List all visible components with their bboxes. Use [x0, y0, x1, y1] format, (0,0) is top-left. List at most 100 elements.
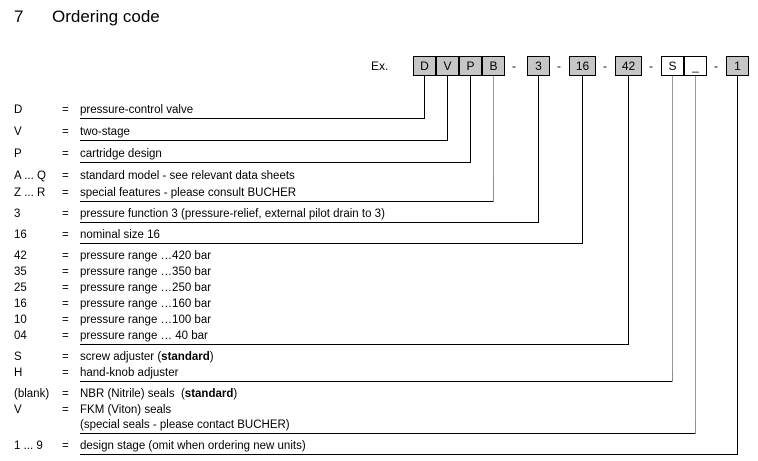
legend-desc-14: hand-knob adjuster: [80, 367, 179, 379]
legend-code-12: 04: [14, 330, 27, 342]
legend-code-10: 16: [14, 298, 27, 310]
legend-eq-9: =: [62, 282, 69, 294]
separator-dash-1: -: [512, 59, 516, 73]
legend-code-8: 35: [14, 266, 27, 278]
legend-desc-15: NBR (Nitrile) seals (standard): [80, 388, 238, 400]
riser-design-stage: [737, 447, 738, 455]
separator-dash-4: -: [649, 59, 653, 73]
code-box-v[interactable]: V: [436, 56, 459, 76]
section-number: 7: [14, 7, 24, 26]
riser-size: [582, 235, 583, 244]
drop-line-function: [538, 76, 539, 212]
legend-eq-14: =: [62, 367, 69, 379]
legend-eq-6: =: [62, 229, 69, 241]
legend-eq-3: =: [62, 170, 69, 182]
legend-eq-1: =: [62, 126, 69, 138]
legend-eq-10: =: [62, 298, 69, 310]
legend-eq-8: =: [62, 266, 69, 278]
legend-eq-15: =: [62, 388, 69, 400]
drop-line-b: [493, 76, 494, 175]
legend-eq-12: =: [62, 330, 69, 342]
legend-rule-4: [80, 201, 494, 202]
legend-code-13: S: [14, 351, 22, 363]
legend-eq-11: =: [62, 314, 69, 326]
drop-line-pressure: [628, 76, 629, 330]
legend-desc-6: nominal size 16: [80, 229, 160, 241]
drop-line-v: [447, 76, 448, 129]
legend-rule-14: [80, 381, 673, 382]
legend-eq-13: =: [62, 351, 69, 363]
legend-desc-3: standard model - see relevant data sheet…: [80, 170, 295, 182]
code-box-seal[interactable]: _: [684, 56, 707, 76]
legend-code-1: V: [14, 126, 22, 138]
legend-code-4: Z ... R: [14, 187, 46, 199]
example-label: Ex.: [371, 59, 389, 73]
legend-desc-2: cartridge design: [80, 148, 162, 160]
legend-eq-5: =: [62, 208, 69, 220]
legend-code-11: 10: [14, 314, 27, 326]
separator-dash-2: -: [557, 59, 561, 73]
legend-code-3: A ... Q: [14, 170, 46, 182]
riser-v: [447, 129, 448, 141]
code-box-b[interactable]: B: [482, 56, 505, 76]
legend-rule-17: [80, 433, 696, 434]
legend-desc-7: pressure range …420 bar: [80, 250, 212, 262]
page-title: Ordering code: [52, 7, 160, 26]
legend-rule-1: [80, 140, 448, 141]
legend-eq-0: =: [62, 104, 69, 116]
legend-code-14: H: [14, 367, 23, 379]
legend-desc-16: FKM (Viton) seals: [80, 404, 172, 416]
drop-line-design-stage: [737, 76, 738, 447]
legend-code-16: V: [14, 404, 22, 416]
legend-rule-6: [80, 243, 583, 244]
drop-line-seal: [695, 76, 696, 421]
legend-rule-2: [80, 162, 471, 163]
drop-line-adjuster: [672, 76, 673, 371]
code-box-pressure[interactable]: 42: [615, 56, 642, 76]
separator-dash-3: -: [603, 59, 607, 73]
code-box-p[interactable]: P: [459, 56, 482, 76]
legend-eq-2: =: [62, 148, 69, 160]
legend-code-18: 1 ... 9: [14, 440, 43, 452]
legend-eq-4: =: [62, 187, 69, 199]
legend-desc-1: two-stage: [80, 126, 130, 138]
legend-eq-7: =: [62, 250, 69, 262]
legend-desc-17: (special seals - please contact BUCHER): [80, 419, 290, 431]
legend-code-0: D: [14, 104, 23, 116]
riser-function: [538, 212, 539, 223]
legend-desc-5: pressure function 3 (pressure-relief, ex…: [80, 208, 385, 220]
riser-d: [424, 106, 425, 119]
code-box-size[interactable]: 16: [569, 56, 596, 76]
legend-desc-9: pressure range …250 bar: [80, 282, 212, 294]
legend-code-7: 42: [14, 250, 27, 262]
legend-rule-18: [80, 454, 738, 455]
code-box-function[interactable]: 3: [527, 56, 550, 76]
legend-code-6: 16: [14, 229, 27, 241]
legend-eq-16: =: [62, 404, 69, 416]
drop-line-size: [582, 76, 583, 235]
legend-desc-4: special features - please consult BUCHER: [80, 187, 297, 199]
legend-desc-11: pressure range …100 bar: [80, 314, 212, 326]
legend-code-15: (blank): [14, 388, 50, 400]
legend-desc-10: pressure range …160 bar: [80, 298, 212, 310]
code-box-design-stage[interactable]: 1: [726, 56, 749, 76]
riser-b: [493, 175, 494, 202]
riser-p: [470, 152, 471, 163]
legend-desc-13: screw adjuster (standard): [80, 351, 214, 363]
legend-rule-5: [80, 222, 539, 223]
riser-seal: [695, 421, 696, 434]
legend-desc-18: design stage (omit when ordering new uni…: [80, 440, 306, 452]
separator-dash-5: -: [714, 59, 718, 73]
legend-eq-18: =: [62, 440, 69, 452]
code-box-d[interactable]: D: [413, 56, 436, 76]
legend-code-9: 25: [14, 282, 27, 294]
legend-code-2: P: [14, 148, 22, 160]
riser-pressure: [628, 330, 629, 345]
riser-adjuster: [672, 371, 673, 382]
legend-desc-12: pressure range … 40 bar: [80, 330, 208, 342]
code-box-adjuster[interactable]: S: [661, 56, 684, 76]
drop-line-d: [424, 76, 425, 106]
legend-rule-0: [80, 118, 425, 119]
legend-desc-8: pressure range …350 bar: [80, 266, 212, 278]
